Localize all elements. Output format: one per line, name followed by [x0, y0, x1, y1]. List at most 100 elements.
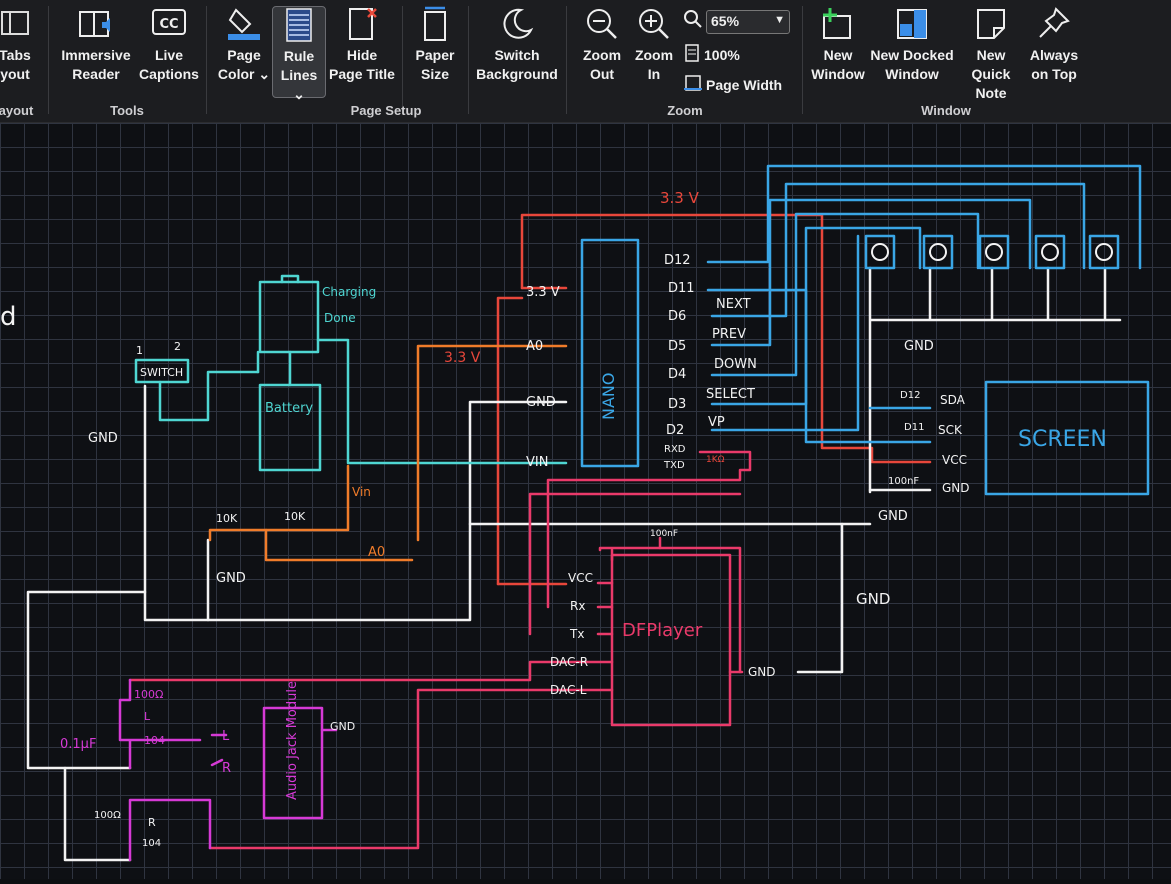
live-captions-icon: CC — [138, 6, 200, 42]
ribbon: Tabs yout ayout Immersive Reader CC Live… — [0, 0, 1171, 123]
audio-r-small: R — [148, 816, 156, 829]
tabs-layout-button[interactable]: Tabs yout — [0, 6, 38, 84]
tabs-layout-label-1: Tabs — [0, 47, 31, 63]
note-canvas[interactable]: d 3.3 V SWITCH 1 2 Charging Done Battery — [0, 123, 1171, 879]
ribbon-separator — [802, 6, 803, 114]
button-circles — [871, 243, 1113, 261]
zoom-out-icon — [578, 6, 626, 42]
screen-label: SCREEN — [1018, 427, 1107, 452]
audio-cap-bottom: 104 — [142, 838, 161, 849]
new-docked-window-button[interactable]: New Docked Window — [870, 6, 954, 84]
blue-signal-wires — [706, 164, 1150, 496]
layout-group-partial: Tabs yout ayout — [0, 0, 42, 122]
nano-pin-txd: TXD — [663, 460, 685, 471]
zoom-group-label: Zoom — [667, 103, 703, 118]
chevron-down-icon: ▼ — [774, 14, 785, 26]
dfplayer-pin-rx: Rx — [570, 599, 585, 613]
nano-pin-d4: D4 — [668, 367, 686, 382]
new-window-button[interactable]: New Window — [808, 6, 868, 84]
audio-r100-top: 100Ω — [134, 688, 163, 701]
page-color-button[interactable]: Page Color ⌄ — [214, 6, 274, 84]
vin-label: Vin — [352, 485, 371, 499]
nano-body — [580, 238, 640, 468]
hundred-percent-button[interactable]: 100% — [684, 44, 740, 65]
audio-l-label: L — [222, 729, 230, 744]
screen-cap-label: 100nF — [888, 476, 919, 487]
screen-pins: SDA SCK VCC GND D12 D11 100nF — [888, 390, 970, 495]
audio-r-label: R — [222, 761, 231, 776]
nano-pin-d5: D5 — [668, 339, 686, 354]
zoom-level-value: 65% — [711, 13, 740, 29]
paper-size-button[interactable]: Paper Size — [408, 6, 462, 84]
ribbon-separator — [206, 6, 207, 114]
new-quick-note-button[interactable]: New Quick Note — [956, 6, 1026, 103]
white-gnd-wires — [26, 266, 1122, 862]
zoom-in-button[interactable]: Zoom In — [630, 6, 678, 84]
rule-lines-button[interactable]: Rule Lines ⌄ — [272, 6, 326, 102]
tools-group: Immersive Reader CC Live Captions Tools — [52, 0, 202, 122]
page-icon — [684, 44, 700, 65]
zoom-out-label: Zoom Out — [582, 47, 622, 82]
dfplayer-pin-tx: Tx — [569, 627, 584, 641]
button-label-prev: PREV — [712, 327, 746, 342]
button-label-down: DOWN — [714, 357, 757, 372]
new-docked-window-label: New Docked Window — [870, 47, 954, 82]
switch-background-button[interactable]: Switch Background — [474, 6, 560, 84]
pin-icon — [1026, 6, 1082, 42]
always-on-top-button[interactable]: Always on Top — [1026, 6, 1082, 84]
dfplayer-label: DFPlayer — [622, 620, 703, 641]
nano-label: NANO — [599, 373, 618, 420]
nano-pin-a0: A0 — [526, 339, 543, 354]
a0-divider-label: A0 — [368, 545, 385, 560]
nano-pin-d3: D3 — [668, 397, 686, 412]
audio-l-small: L — [144, 710, 151, 723]
dfplayer-pin-dacr: DAC-R — [550, 655, 588, 669]
orange-a0-wires — [208, 344, 568, 562]
screen-d12-label: D12 — [900, 390, 920, 401]
zoom-out-button[interactable]: Zoom Out — [578, 6, 626, 84]
immersive-reader-button[interactable]: Immersive Reader — [58, 6, 134, 84]
button-label-next: NEXT — [716, 297, 751, 312]
gnd-labels: GND GND GND GND GND — [88, 339, 934, 608]
dfplayer-pins: VCC Rx Tx DAC-R DAC-L GND 100nF 1KΩ — [550, 455, 776, 697]
quick-note-icon — [956, 6, 1026, 42]
audio-cap-uf: 0.1µF — [60, 737, 96, 752]
page-color-label: Page Color ⌄ — [217, 47, 271, 82]
dfplayer-gnd: GND — [748, 665, 776, 679]
page-width-label: Page Width — [706, 76, 783, 93]
hide-page-title-button[interactable]: Hide Page Title — [328, 6, 396, 84]
new-window-icon — [808, 6, 868, 42]
button-label-vp: VP — [708, 415, 725, 430]
tabs-layout-icon — [0, 6, 38, 42]
moon-icon — [474, 6, 560, 42]
hide-page-title-icon — [328, 6, 396, 42]
charging-label: Charging — [322, 285, 376, 299]
ribbon-separator — [566, 6, 567, 114]
paper-size-icon — [408, 6, 462, 42]
window-group-label: Window — [921, 103, 971, 118]
zoom-magnifier-icon — [682, 8, 704, 35]
layout-group-label: ayout — [0, 103, 34, 118]
done-label: Done — [324, 311, 356, 325]
live-captions-button[interactable]: CC Live Captions — [138, 6, 200, 84]
screen-pin-gnd: GND — [942, 481, 970, 495]
nano-pin-d2: D2 — [666, 423, 684, 438]
ribbon-separator — [402, 6, 403, 114]
nano-right-pins: D12 D11 D6 D5 D4 D3 D2 RXD TXD — [663, 253, 695, 471]
gnd-label-left: GND — [88, 431, 118, 446]
button-labels: NEXT PREV DOWN SELECT VP — [706, 297, 757, 430]
rule-lines-label: Rule Lines ⌄ — [280, 48, 318, 102]
circuit-schematic: d 3.3 V SWITCH 1 2 Charging Done Battery — [0, 164, 1150, 862]
zoom-level-select[interactable]: 65% ▼ — [706, 10, 790, 34]
audio-r100-bottom: 100Ω — [94, 810, 121, 821]
left-rail-label: 3.3 V — [444, 350, 481, 366]
switch-pin-2: 2 — [174, 340, 181, 353]
audio-gnd-label: GND — [330, 720, 355, 733]
new-window-label: New Window — [811, 47, 865, 82]
pink-dfplayer-wires — [128, 450, 752, 850]
audio-labels: Audio Jack Module L R 100Ω L 104 0.1µF 1… — [60, 681, 355, 849]
immersive-reader-icon — [58, 6, 134, 42]
nano-pin-3v3: 3.3 V — [526, 285, 560, 300]
page-setup-group-label: Page Setup — [350, 103, 422, 118]
page-width-button[interactable]: Page Width — [684, 74, 782, 95]
